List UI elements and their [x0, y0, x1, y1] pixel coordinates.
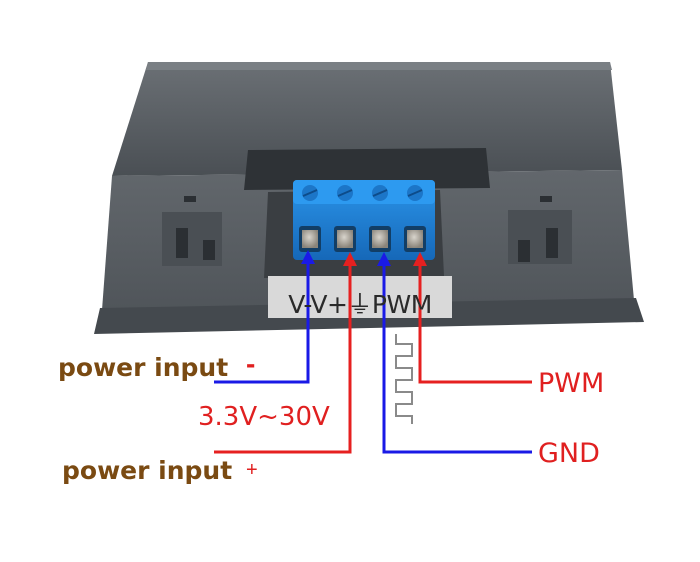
terminal-wire-holes [299, 226, 426, 252]
power-input-negative-label: power input [58, 353, 229, 382]
wire-gnd [382, 264, 532, 454]
positive-sign: + [246, 459, 258, 481]
screw-terminal-block [293, 180, 435, 260]
left-mounting-clip [162, 196, 222, 266]
terminal-recess [244, 148, 490, 190]
terminal-pin-labels: V-V+⏚PWM [288, 290, 432, 319]
power-input-positive-label: power input [62, 456, 233, 485]
wire-positive [214, 264, 352, 454]
pwm-waveform-icon [395, 334, 413, 424]
arrow-gnd [377, 252, 391, 266]
right-mounting-clip [508, 196, 572, 264]
case-top [112, 62, 622, 176]
terminal-top-screws [302, 185, 423, 201]
gnd-label: GND [538, 438, 600, 469]
wire-negative [214, 262, 310, 384]
wire-pwm [418, 264, 532, 384]
arrow-v-plus [343, 252, 357, 266]
arrow-v-minus [301, 250, 315, 264]
voltage-range-label: 3.3V~30V [198, 402, 330, 432]
pwm-label: PWM [538, 368, 605, 399]
arrow-pwm [413, 252, 427, 266]
negative-sign: - [246, 348, 256, 379]
